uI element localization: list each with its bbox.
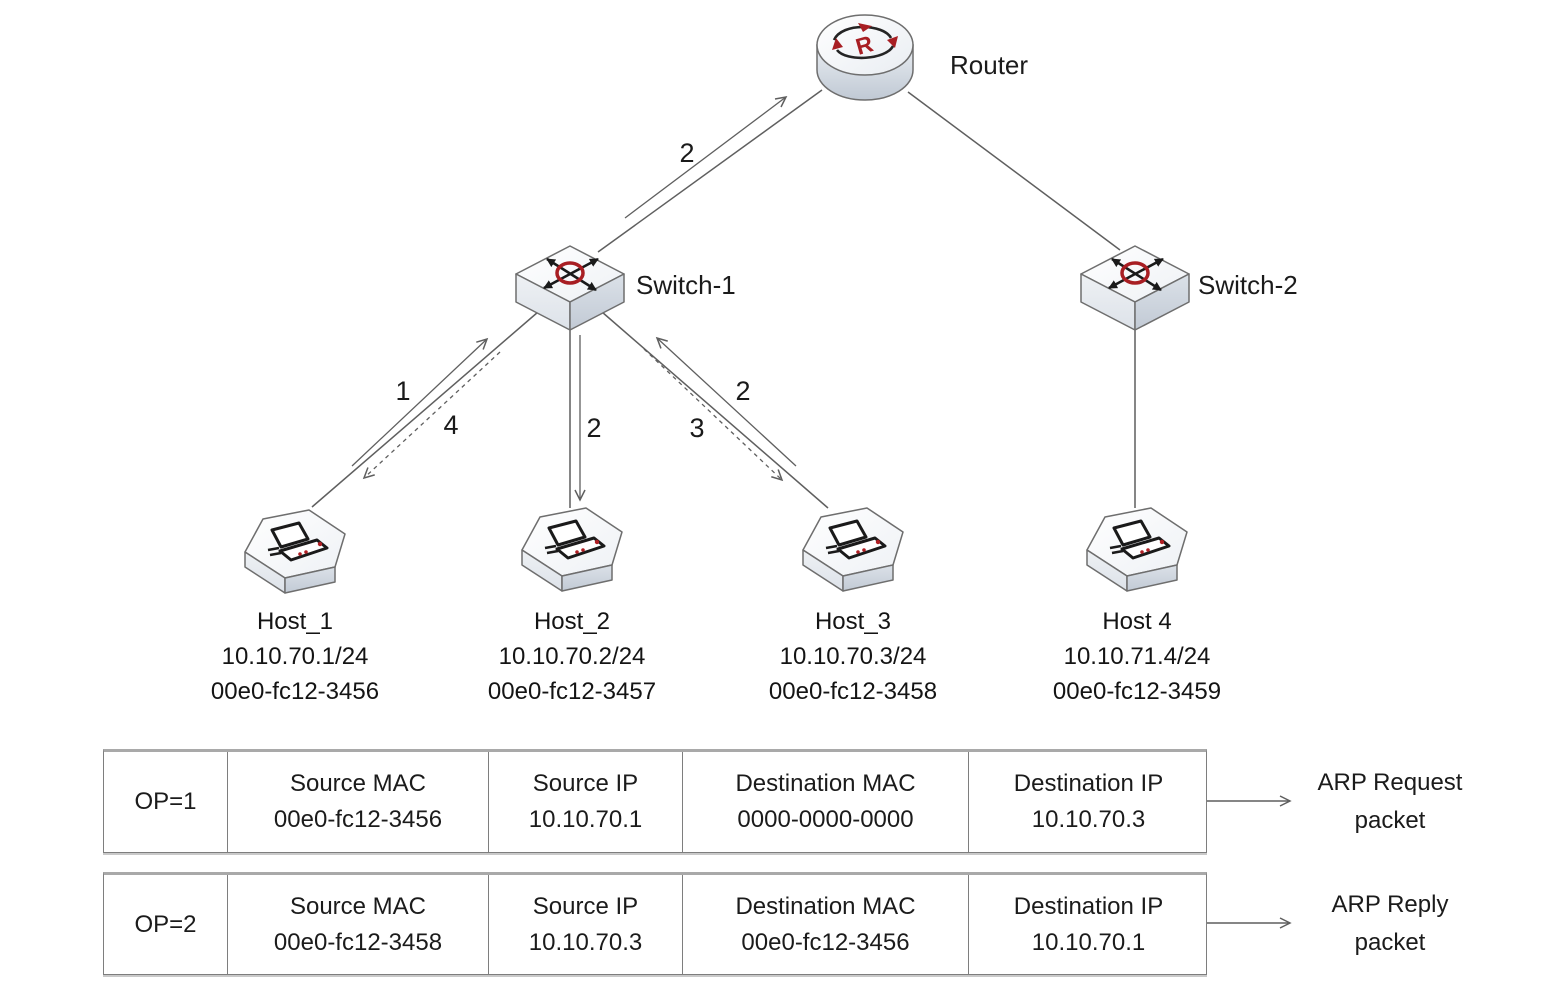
host-name-label: Host 4	[1102, 608, 1172, 635]
cell-value: 10.10.70.1	[1031, 928, 1146, 956]
flow-step-label-1: 1	[395, 376, 410, 406]
source-ip-cell: Source IP 10.10.70.1	[489, 752, 683, 852]
host-name-label: Host_1	[256, 608, 334, 635]
flow-step-label-2-host2: 2	[586, 413, 601, 443]
flow-arrow-host3-flood	[655, 336, 797, 467]
cell-header: Destination MAC	[735, 770, 916, 797]
cell-value: 00e0-fc12-3458	[273, 928, 443, 956]
cell-value: 00e0-fc12-3456	[273, 806, 443, 833]
cell-header: Source MAC	[289, 770, 427, 797]
destination-ip-cell: Destination IP 10.10.70.3	[969, 752, 1208, 852]
op-value: OP=1	[134, 788, 197, 815]
cell-header: Source IP	[532, 892, 639, 920]
arp-reply-label: ARP Reply packet	[1331, 891, 1449, 956]
router-label: Router	[950, 50, 1029, 80]
switch2-label: Switch-2	[1198, 270, 1298, 300]
arp-request-label: ARP Request packet	[1317, 769, 1463, 834]
host2-caption: Host_2 10.10.70.2/24 00e0-fc12-3457	[432, 604, 712, 709]
network-diagram-canvas: 1 4 2 2 2 3 R	[243, 14, 1190, 595]
source-mac-cell: Source MAC 00e0-fc12-3458	[228, 875, 489, 974]
host-mac-label: 00e0-fc12-3457	[487, 678, 657, 705]
cell-value: 0000-0000-0000	[737, 806, 914, 833]
cell-header: Source IP	[532, 770, 639, 797]
cell-value: 00e0-fc12-3456	[741, 928, 910, 956]
host-ip-label: 10.10.70.3/24	[779, 643, 927, 670]
cell-header: Destination IP	[1013, 770, 1164, 797]
op-cell: OP=1	[104, 752, 228, 852]
router-glyph: R	[853, 30, 877, 60]
host3-icon[interactable]	[801, 506, 905, 593]
link-switch1-host1	[311, 311, 539, 508]
switch1-icon[interactable]	[515, 245, 625, 331]
cell-value: 10.10.70.1	[528, 806, 643, 833]
arp-reply-table: OP=2 Source MAC 00e0-fc12-3458 Source IP…	[103, 872, 1207, 975]
host-name-label: Host_3	[814, 608, 892, 635]
arp-request-table: OP=1 Source MAC 00e0-fc12-3456 Source IP…	[103, 749, 1207, 853]
host1-caption: Host_1 10.10.70.1/24 00e0-fc12-3456	[155, 604, 435, 709]
link-switch1-router	[597, 89, 823, 253]
router-icon[interactable]: R	[816, 14, 914, 101]
cell-value: 10.10.70.3	[528, 928, 643, 956]
cell-value: 10.10.70.3	[1031, 806, 1146, 833]
host-mac-label: 00e0-fc12-3459	[1052, 678, 1222, 705]
flow-arrow-host1-request	[351, 337, 489, 467]
host-mac-label: 00e0-fc12-3458	[768, 678, 938, 705]
flow-step-label-4: 4	[443, 410, 458, 440]
host4-icon[interactable]	[1085, 506, 1189, 593]
source-mac-cell: Source MAC 00e0-fc12-3456	[228, 752, 489, 852]
host-mac-label: 00e0-fc12-3456	[210, 678, 380, 705]
op-value: OP=2	[134, 910, 197, 938]
flow-step-label-2-host3: 2	[735, 376, 750, 406]
host1-icon[interactable]	[243, 508, 347, 595]
link-switch1-host3	[601, 311, 829, 509]
switch2-icon[interactable]	[1080, 245, 1190, 331]
arp-request-pointer-arrow	[1207, 795, 1292, 807]
flow-arrow-host3-reply	[643, 348, 784, 482]
op-cell: OP=2	[104, 875, 228, 974]
host-name-label: Host_2	[533, 608, 611, 635]
host2-icon[interactable]	[520, 506, 624, 593]
destination-mac-cell: Destination MAC 00e0-fc12-3456	[683, 875, 969, 974]
cell-header: Destination MAC	[735, 892, 916, 920]
cell-header: Source MAC	[289, 892, 427, 920]
link-router-switch2	[907, 91, 1121, 251]
flow-arrow-host1-reply	[362, 351, 501, 480]
host4-caption: Host 4 10.10.71.4/24 00e0-fc12-3459	[997, 604, 1277, 709]
flow-step-label-3: 3	[689, 413, 704, 443]
source-ip-cell: Source IP 10.10.70.3	[489, 875, 683, 974]
host-ip-label: 10.10.71.4/24	[1063, 643, 1211, 670]
arp-reply-pointer-arrow	[1207, 917, 1292, 929]
cell-header: Destination IP	[1013, 892, 1164, 920]
destination-mac-cell: Destination MAC 0000-0000-0000	[683, 752, 969, 852]
host-ip-label: 10.10.70.1/24	[221, 643, 369, 670]
host3-caption: Host_3 10.10.70.3/24 00e0-fc12-3458	[713, 604, 993, 709]
switch1-label: Switch-1	[636, 270, 736, 300]
flow-arrow-router-flood	[624, 95, 788, 219]
flow-step-label-2-router: 2	[679, 138, 694, 168]
host-ip-label: 10.10.70.2/24	[498, 643, 646, 670]
destination-ip-cell: Destination IP 10.10.70.1	[969, 875, 1208, 974]
